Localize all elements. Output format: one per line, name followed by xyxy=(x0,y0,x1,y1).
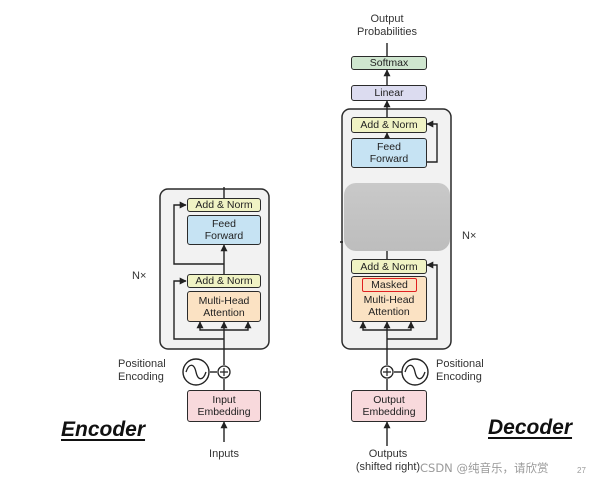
decoder-add-norm-1: Add & Norm xyxy=(351,259,427,274)
encoder-add-norm-2: Add & Norm xyxy=(187,198,261,212)
decoder-linear: Linear xyxy=(351,85,427,101)
encoder-layer-multiplier: N× xyxy=(132,270,147,282)
output-probabilities-label: Output Probabilities xyxy=(357,13,417,38)
masked-highlight-box: Masked xyxy=(362,278,417,292)
encoder-positional-encoding-label: Positional Encoding xyxy=(118,358,166,383)
encoder-title: Encoder xyxy=(61,418,146,441)
obscured-region xyxy=(344,183,450,251)
encoder-inputs-label: Inputs xyxy=(209,448,239,460)
decoder-outputs-label: Outputs (shifted right) xyxy=(355,448,421,473)
encoder-multi-head-attention: Multi-Head Attention xyxy=(187,291,261,322)
decoder-layer-multiplier: N× xyxy=(462,230,477,242)
decoder-output-embedding: Output Embedding xyxy=(351,390,427,422)
page-number: 27 xyxy=(577,466,586,475)
decoder-masked-multi-head-attention: Multi-Head Attention xyxy=(351,276,427,322)
encoder-layer-stack xyxy=(159,188,270,350)
encoder-add-norm-1: Add & Norm xyxy=(187,274,261,288)
decoder-softmax: Softmax xyxy=(351,56,427,70)
decoder-positional-encoding-label: Positional Encoding xyxy=(436,358,484,383)
decoder-sum-node-icon xyxy=(380,365,394,379)
decoder-add-norm-3: Add & Norm xyxy=(351,117,427,133)
decoder-title: Decoder xyxy=(488,416,573,439)
encoder-input-embedding: Input Embedding xyxy=(187,390,261,422)
decoder-attention-label: Multi-Head Attention xyxy=(363,294,415,318)
watermark: CSDN @纯音乐，请欣赏 xyxy=(420,461,549,475)
encoder-feed-forward: Feed Forward xyxy=(187,215,261,245)
encoder-sine-wave-icon xyxy=(182,358,210,386)
encoder-sum-node-icon xyxy=(217,365,231,379)
decoder-sine-wave-icon xyxy=(401,358,429,386)
decoder-feed-forward: Feed Forward xyxy=(351,138,427,168)
